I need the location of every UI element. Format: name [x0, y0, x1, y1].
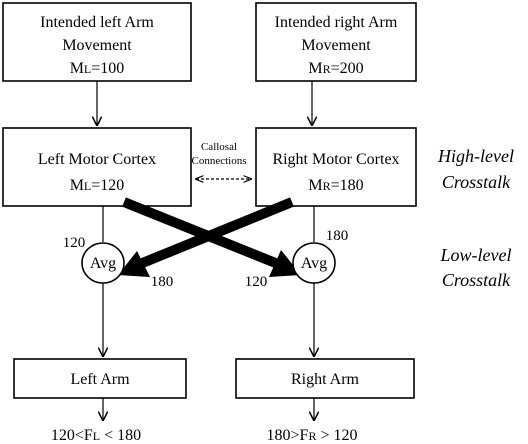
right-cortex-line1: Right Motor Cortex — [272, 151, 399, 168]
thick-arrow-right-to-left-avg — [118, 197, 294, 277]
intended-right-arm-box — [255, 2, 417, 82]
left-motor-cortex-box — [2, 127, 192, 207]
left-force-range: 120<FL < 180 — [51, 427, 141, 444]
edge-label-cross-into-right: 120 — [245, 274, 268, 290]
intended-left-value: ML=100 — [70, 60, 125, 77]
intended-right-value: MR=200 — [308, 60, 363, 77]
left-arm-box — [13, 358, 187, 399]
intended-left-line2: Movement — [62, 37, 132, 54]
high-level-label-line2: Crosstalk — [442, 172, 511, 192]
left-cortex-line1: Left Motor Cortex — [38, 151, 156, 168]
right-cortex-value: MR=180 — [308, 177, 363, 194]
intended-right-line1: Intended right Arm — [275, 14, 398, 31]
right-arm-label: Right Arm — [291, 371, 360, 388]
edge-label-left-straight: 120 — [63, 235, 86, 251]
intended-left-arm-box — [2, 2, 192, 82]
left-arm-label: Left Arm — [70, 371, 130, 388]
intended-right-line2: Movement — [301, 37, 371, 54]
right-avg-label: Avg — [301, 255, 327, 272]
left-avg-label: Avg — [90, 255, 116, 272]
right-arm-box — [235, 358, 415, 399]
edge-label-cross-into-left: 180 — [151, 274, 174, 290]
left-cortex-value: ML=120 — [70, 177, 125, 194]
callosal-label-line1: Callosal — [201, 141, 237, 153]
high-level-label-line1: High-level — [437, 146, 514, 166]
edge-label-right-straight: 180 — [326, 228, 349, 244]
low-level-label-line2: Crosstalk — [442, 270, 511, 290]
callosal-label-line2: Connections — [192, 155, 247, 167]
right-force-range: 180>FR > 120 — [267, 427, 358, 444]
thick-arrow-left-to-right-avg — [122, 197, 301, 277]
low-level-label-line1: Low-level — [440, 245, 512, 265]
intended-left-line1: Intended left Arm — [40, 14, 154, 31]
right-motor-cortex-box — [255, 127, 417, 207]
